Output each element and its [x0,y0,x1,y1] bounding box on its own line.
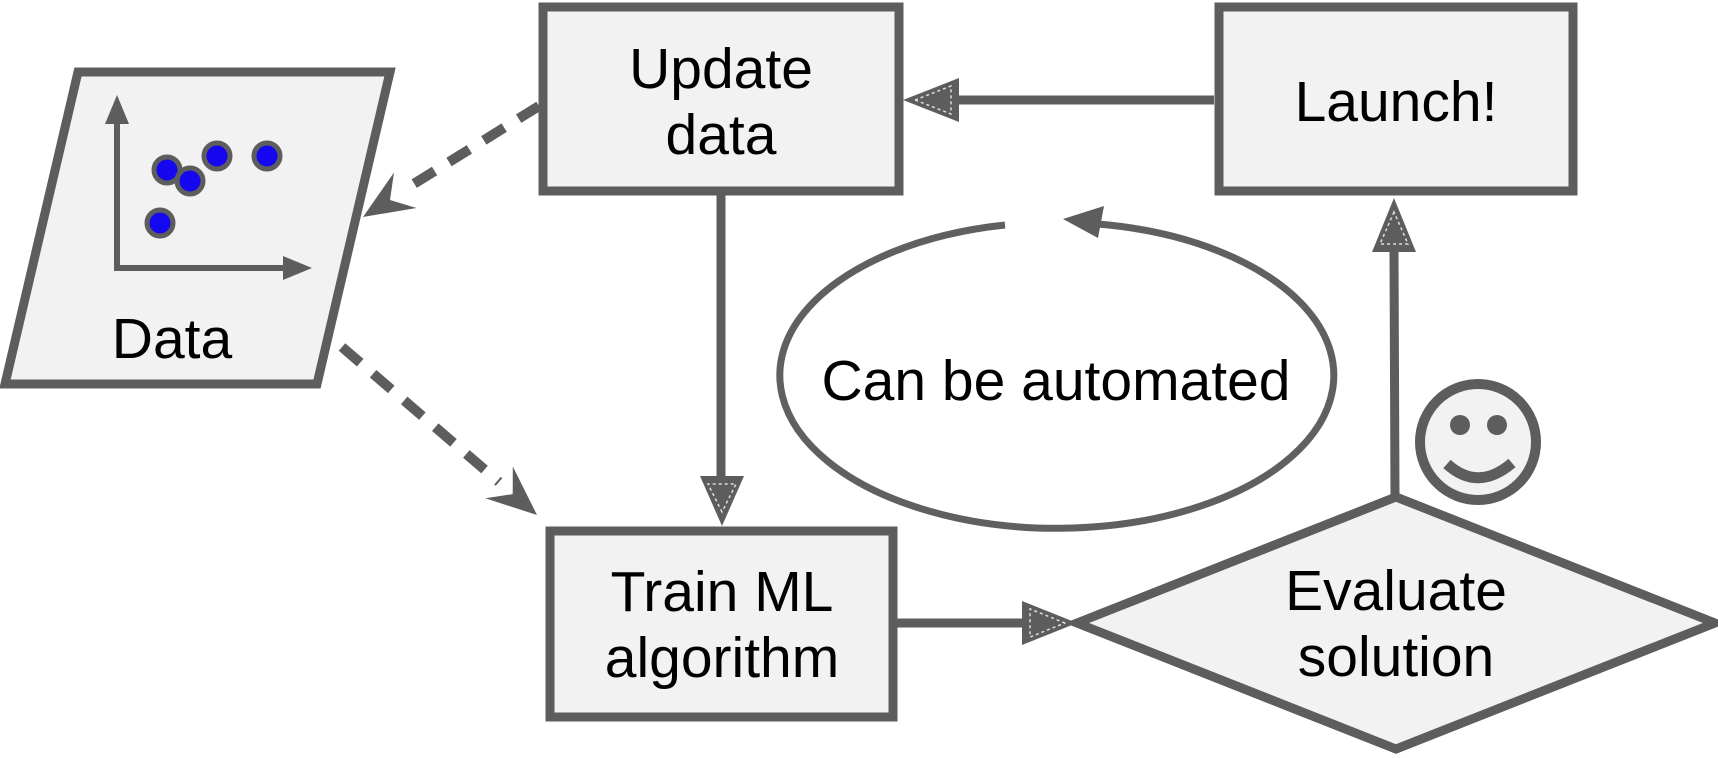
edge-train-to-evaluate [897,601,1077,645]
launch-box [1214,2,1578,196]
update-data-node: Update data [538,2,904,196]
smiley-right-eye [1487,415,1507,435]
smiley-mouth [1443,458,1516,484]
update-data-label-line1: Update [629,37,813,101]
edge-line [1389,251,1400,498]
data-node-label: Data [112,307,233,371]
arrowhead-stealth-icon [485,466,537,515]
launch-node: Launch! [1214,2,1578,196]
evaluate-label-line1: Evaluate [1285,559,1507,623]
train-label-line1: Train ML [611,560,834,624]
data-point [201,140,233,172]
arrowhead-inner [706,483,738,514]
update-data-label-line2: data [666,103,777,167]
evaluate-diamond [1064,492,1718,754]
y-axis-arrowhead-icon [105,95,129,124]
edge-dashed-line [401,101,542,195]
edge-data-to-train [338,343,537,515]
arrowhead-stealth-icon [363,172,417,217]
edge-update-to-data [363,101,542,217]
evaluate-node: Evaluate solution [1064,492,1718,754]
data-point [251,140,283,172]
edge-launch-to-update [903,78,1214,122]
x-axis-arrowhead-icon [283,256,312,280]
smiley-face-icon [1415,379,1541,505]
evaluate-label-line2: solution [1298,625,1494,689]
arrowhead-up-icon [1372,198,1416,252]
smiley-left-eye [1450,415,1470,435]
arrowhead-left-icon [903,78,959,122]
train-box [545,526,898,722]
cycle-label: Can be automated [822,349,1291,413]
edge-evaluate-to-launch [1372,198,1416,498]
arrowhead-inner [1378,210,1410,245]
automation-cycle-annotation: Can be automated [776,206,1338,532]
scatter-plot-icon [105,95,312,280]
edge-dashed-line [338,343,503,486]
launch-label: Launch! [1295,70,1498,134]
cycle-ellipse-arc [776,220,1338,532]
arrowhead-down-icon [700,476,744,526]
arrowhead-inner [1029,607,1068,639]
arrowhead-inner [912,84,952,116]
data-point [144,207,176,239]
data-node: Data [0,67,396,389]
data-point [174,165,206,197]
data-parallelogram [0,67,396,389]
update-data-box [538,2,904,196]
train-node: Train ML algorithm [545,526,898,722]
edge-update-to-train [700,191,744,526]
cycle-arrowhead-icon [1063,206,1104,238]
train-label-line2: algorithm [605,626,839,690]
